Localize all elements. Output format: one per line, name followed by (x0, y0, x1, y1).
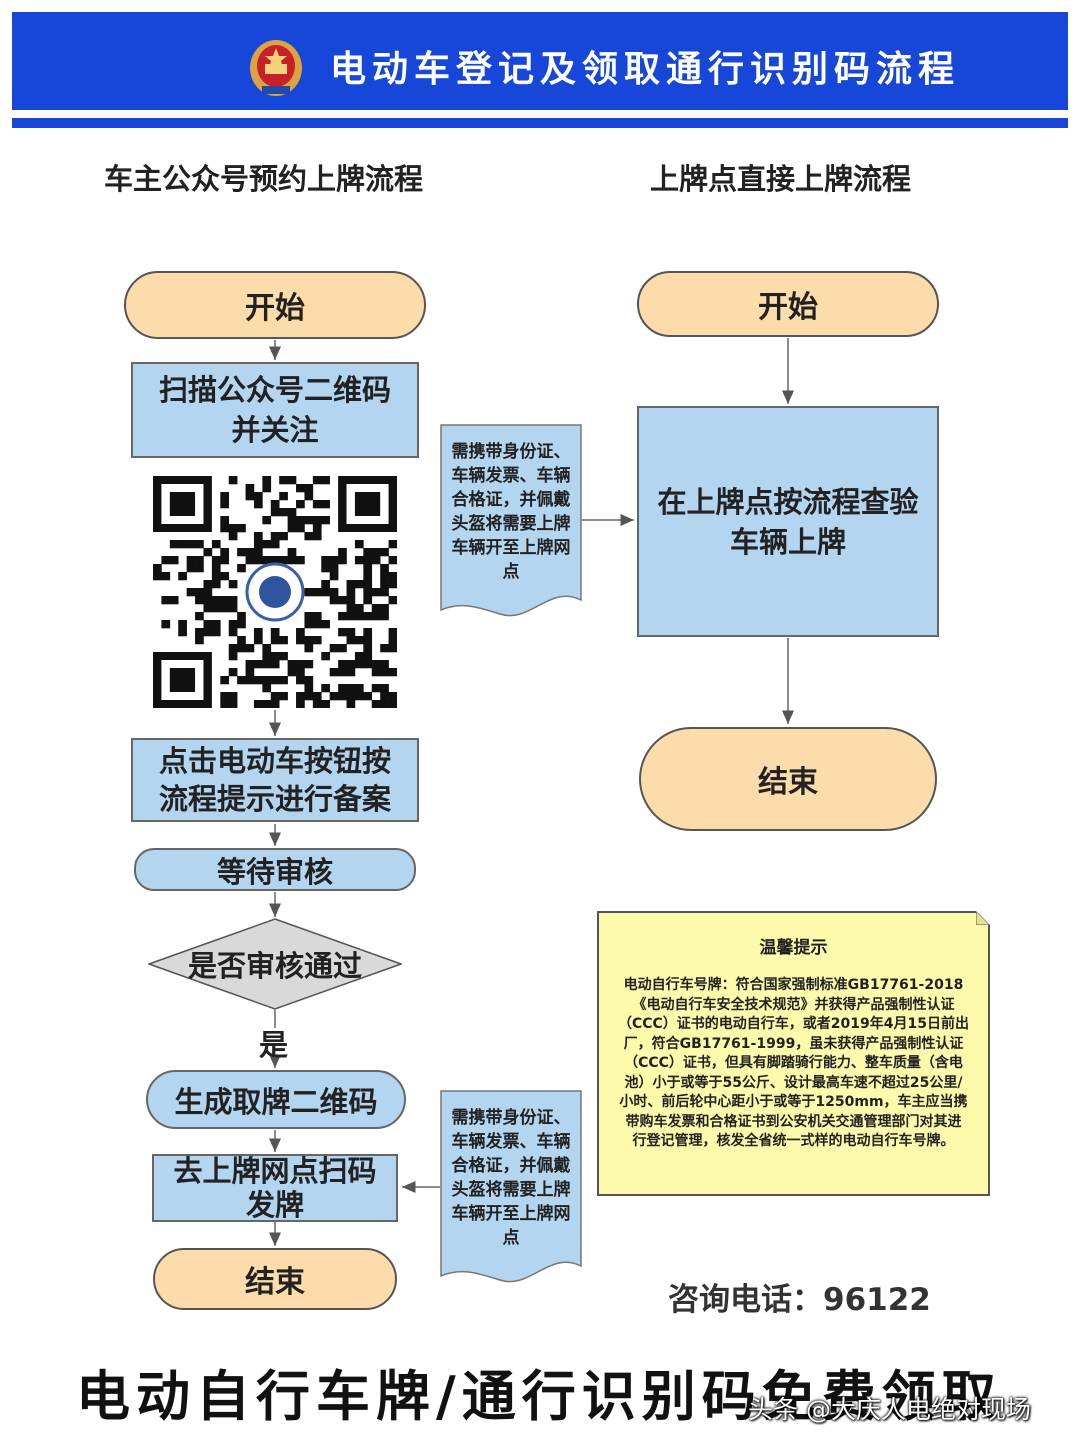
go-issue-step-line1: 去上牌网点扫码 (173, 1154, 377, 1188)
note-line: 车辆开至上牌网 (451, 538, 571, 558)
tip-line: 行登记管理，核发全省统一式样的电动自行车号牌。 (632, 1133, 955, 1149)
left-end-terminal: 结束 (153, 1248, 397, 1310)
generate-qr-step: 生成取牌二维码 (146, 1070, 406, 1129)
inspect-step-line1: 在上牌点按流程查验 (657, 484, 919, 519)
tip-line: 小时、前后轮中心距小于或等于1250mm，车主应当携 (619, 1094, 968, 1110)
tip-box: 温馨提示 电动自行车号牌：符合国家强制标准GB17761-2018 《电动自行车… (597, 911, 990, 1196)
scan-qr-step-line2: 并关注 (231, 413, 319, 447)
qr-code-icon (153, 476, 398, 709)
note-line: 需携带身份证、 (451, 442, 571, 462)
header-underline (12, 118, 1068, 128)
register-step: 点击电动车按钮按 流程提示进行备案 (131, 738, 419, 822)
right-end-terminal: 结束 (639, 727, 937, 831)
note-line: 车辆发票、车辆 (451, 466, 571, 486)
header-banner (12, 12, 1068, 110)
register-step-line2: 流程提示进行备案 (158, 782, 391, 816)
note-line: 点 (502, 562, 520, 582)
note-line: 合格证，并佩戴 (451, 490, 571, 510)
go-issue-step-line2: 发牌 (245, 1188, 304, 1222)
go-issue-step: 去上牌网点扫码 发牌 (152, 1154, 398, 1222)
police-emblem-icon (248, 34, 304, 98)
footer-slogan: 电动自行车牌/通行识别码免费领取 (76, 1364, 1002, 1428)
review-decision: 是否审核通过 (146, 918, 404, 1010)
consult-phone: 咨询电话：96122 (668, 1282, 931, 1318)
inspect-step: 在上牌点按流程查验 车辆上牌 (637, 406, 939, 637)
note-line: 头盔将需要上牌 (451, 514, 571, 534)
left-start-terminal: 开始 (124, 271, 426, 339)
note-line: 车辆发票、车辆 (451, 1132, 571, 1152)
upper-requirements-note: 需携带身份证、 车辆发票、车辆 合格证，并佩戴 头盔将需要上牌 车辆开至上牌网 … (440, 424, 582, 620)
note-line: 需携带身份证、 (451, 1108, 571, 1128)
page-title: 电动车登记及领取通行识别码流程 (330, 49, 961, 90)
scan-qr-step: 扫描公众号二维码 并关注 (131, 362, 419, 458)
tip-line: 带购车发票和合格证书到公安机关交通管理部门对其进 (625, 1113, 962, 1130)
note-line: 点 (502, 1228, 520, 1248)
tip-line: 《电动自行车安全技术规范》并获得产品强制性认证 (632, 996, 955, 1013)
scan-qr-step-line1: 扫描公众号二维码 (158, 373, 391, 407)
wait-review-step: 等待审核 (134, 848, 416, 891)
register-step-line1: 点击电动车按钮按 (158, 744, 391, 778)
note-line: 合格证，并佩戴 (451, 1156, 571, 1176)
watermark: 头条 @大庆人电绝对现场 (748, 1395, 1031, 1424)
inspect-step-line2: 车辆上牌 (729, 524, 846, 559)
folded-corner-icon (976, 911, 990, 925)
left-column-title: 车主公众号预约上牌流程 (104, 162, 424, 196)
decision-yes-label: 是 (259, 1028, 289, 1062)
note-line: 车辆开至上牌网 (451, 1204, 571, 1224)
tip-line: 电动自行车号牌：符合国家强制标准GB17761-2018 (623, 977, 964, 993)
tip-line: （CCC）证书，但具有脚踏骑行能力、整车质量（含电 (624, 1055, 963, 1071)
right-start-terminal: 开始 (637, 271, 939, 337)
review-decision-label: 是否审核通过 (187, 949, 362, 983)
tip-line: 池）小于或等于55公斤、设计最高车速不超过25公里/ (624, 1074, 963, 1091)
tip-title: 温馨提示 (759, 938, 828, 958)
right-column-title: 上牌点直接上牌流程 (650, 162, 912, 196)
note-line: 头盔将需要上牌 (451, 1180, 571, 1200)
tip-line: （CCC）证书的电动自行车，或者2019年4月15日前出 (617, 1016, 969, 1032)
tip-line: 厂，符合GB17761-1999，虽未获得产品强制性认证 (623, 1035, 964, 1052)
lower-requirements-note: 需携带身份证、 车辆发票、车辆 合格证，并佩戴 头盔将需要上牌 车辆开至上牌网 … (440, 1090, 582, 1286)
